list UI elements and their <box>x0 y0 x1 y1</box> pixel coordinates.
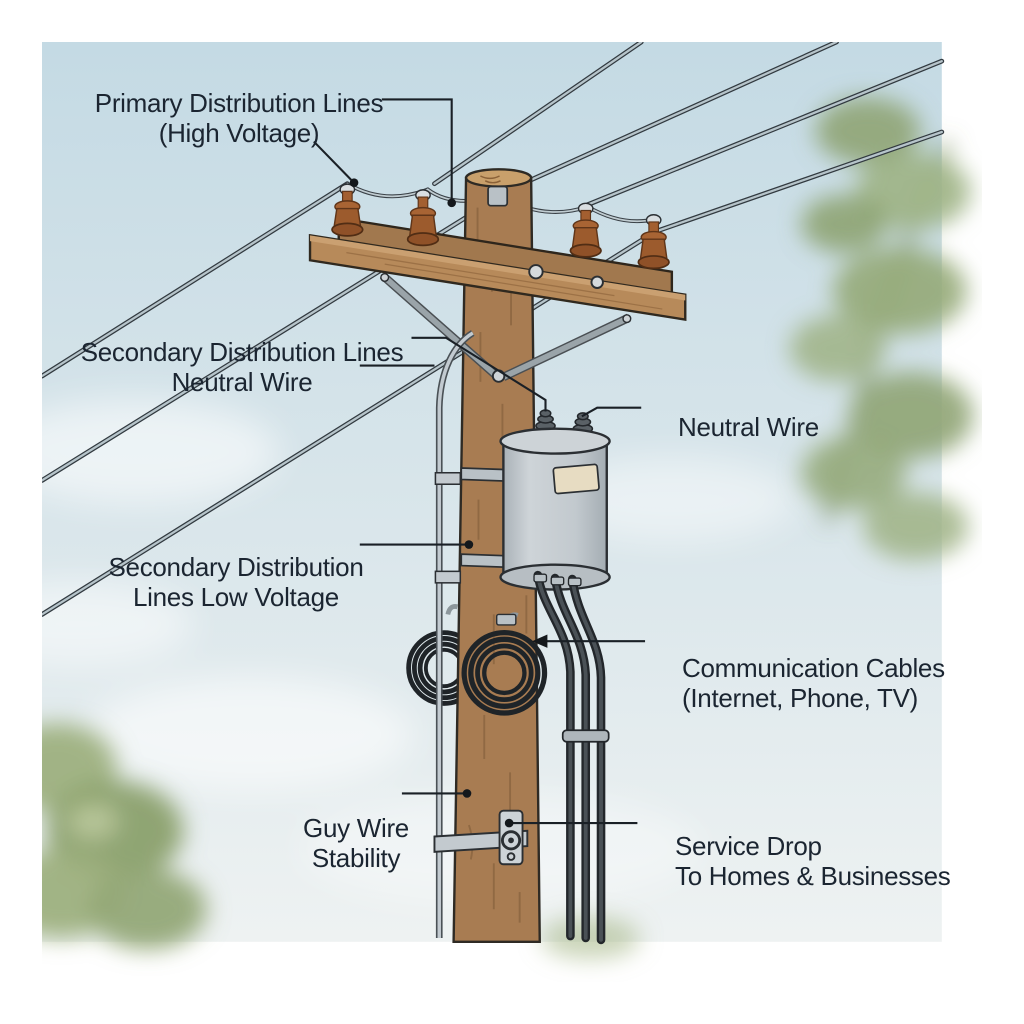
crossarm-front-beam <box>308 233 687 321</box>
service-drop-cables <box>533 570 610 945</box>
label-line: Service Drop <box>675 831 822 861</box>
transformer <box>499 409 611 591</box>
label-primary-distribution-lines: Primary Distribution Lines (High Voltage… <box>58 88 420 148</box>
label-line: Secondary Distribution <box>108 552 364 582</box>
illustration-scene <box>42 42 982 982</box>
leader-lines <box>313 98 646 828</box>
label-guy-wire: Guy Wire Stability <box>266 813 446 873</box>
guy-wire-conduit <box>434 330 475 938</box>
cable-clamp-band <box>561 729 610 743</box>
label-communication-cables: Communication Cables (Internet, Phone, T… <box>682 653 982 713</box>
label-line: Primary Distribution Lines <box>94 88 384 118</box>
label-line: (Internet, Phone, TV) <box>682 683 919 713</box>
label-line: To Homes & Businesses <box>675 861 951 891</box>
pole-wire-bracket <box>487 185 509 207</box>
label-line: Stability <box>311 843 401 873</box>
label-line: Neutral Wire <box>171 367 313 397</box>
label-line: Secondary Distribution Lines <box>80 337 404 367</box>
label-line: Neutral Wire <box>678 412 819 442</box>
label-secondary-low-voltage: Secondary Distribution Lines Low Voltage <box>90 552 382 612</box>
crossarm-braces <box>379 272 632 383</box>
label-line: Communication Cables <box>682 653 945 683</box>
label-line: Guy Wire <box>303 813 409 843</box>
utility-pole-illustration <box>42 42 974 960</box>
label-secondary-distribution-neutral: Secondary Distribution Lines Neutral Wir… <box>56 337 428 397</box>
label-line: Lines Low Voltage <box>133 582 339 612</box>
cable-coil-front <box>461 612 548 716</box>
label-line: (High Voltage) <box>158 118 320 148</box>
label-neutral-wire: Neutral Wire <box>678 412 958 442</box>
transformer-nameplate <box>552 463 600 495</box>
label-service-drop: Service Drop To Homes & Businesses <box>675 831 995 891</box>
insulators <box>331 183 670 270</box>
